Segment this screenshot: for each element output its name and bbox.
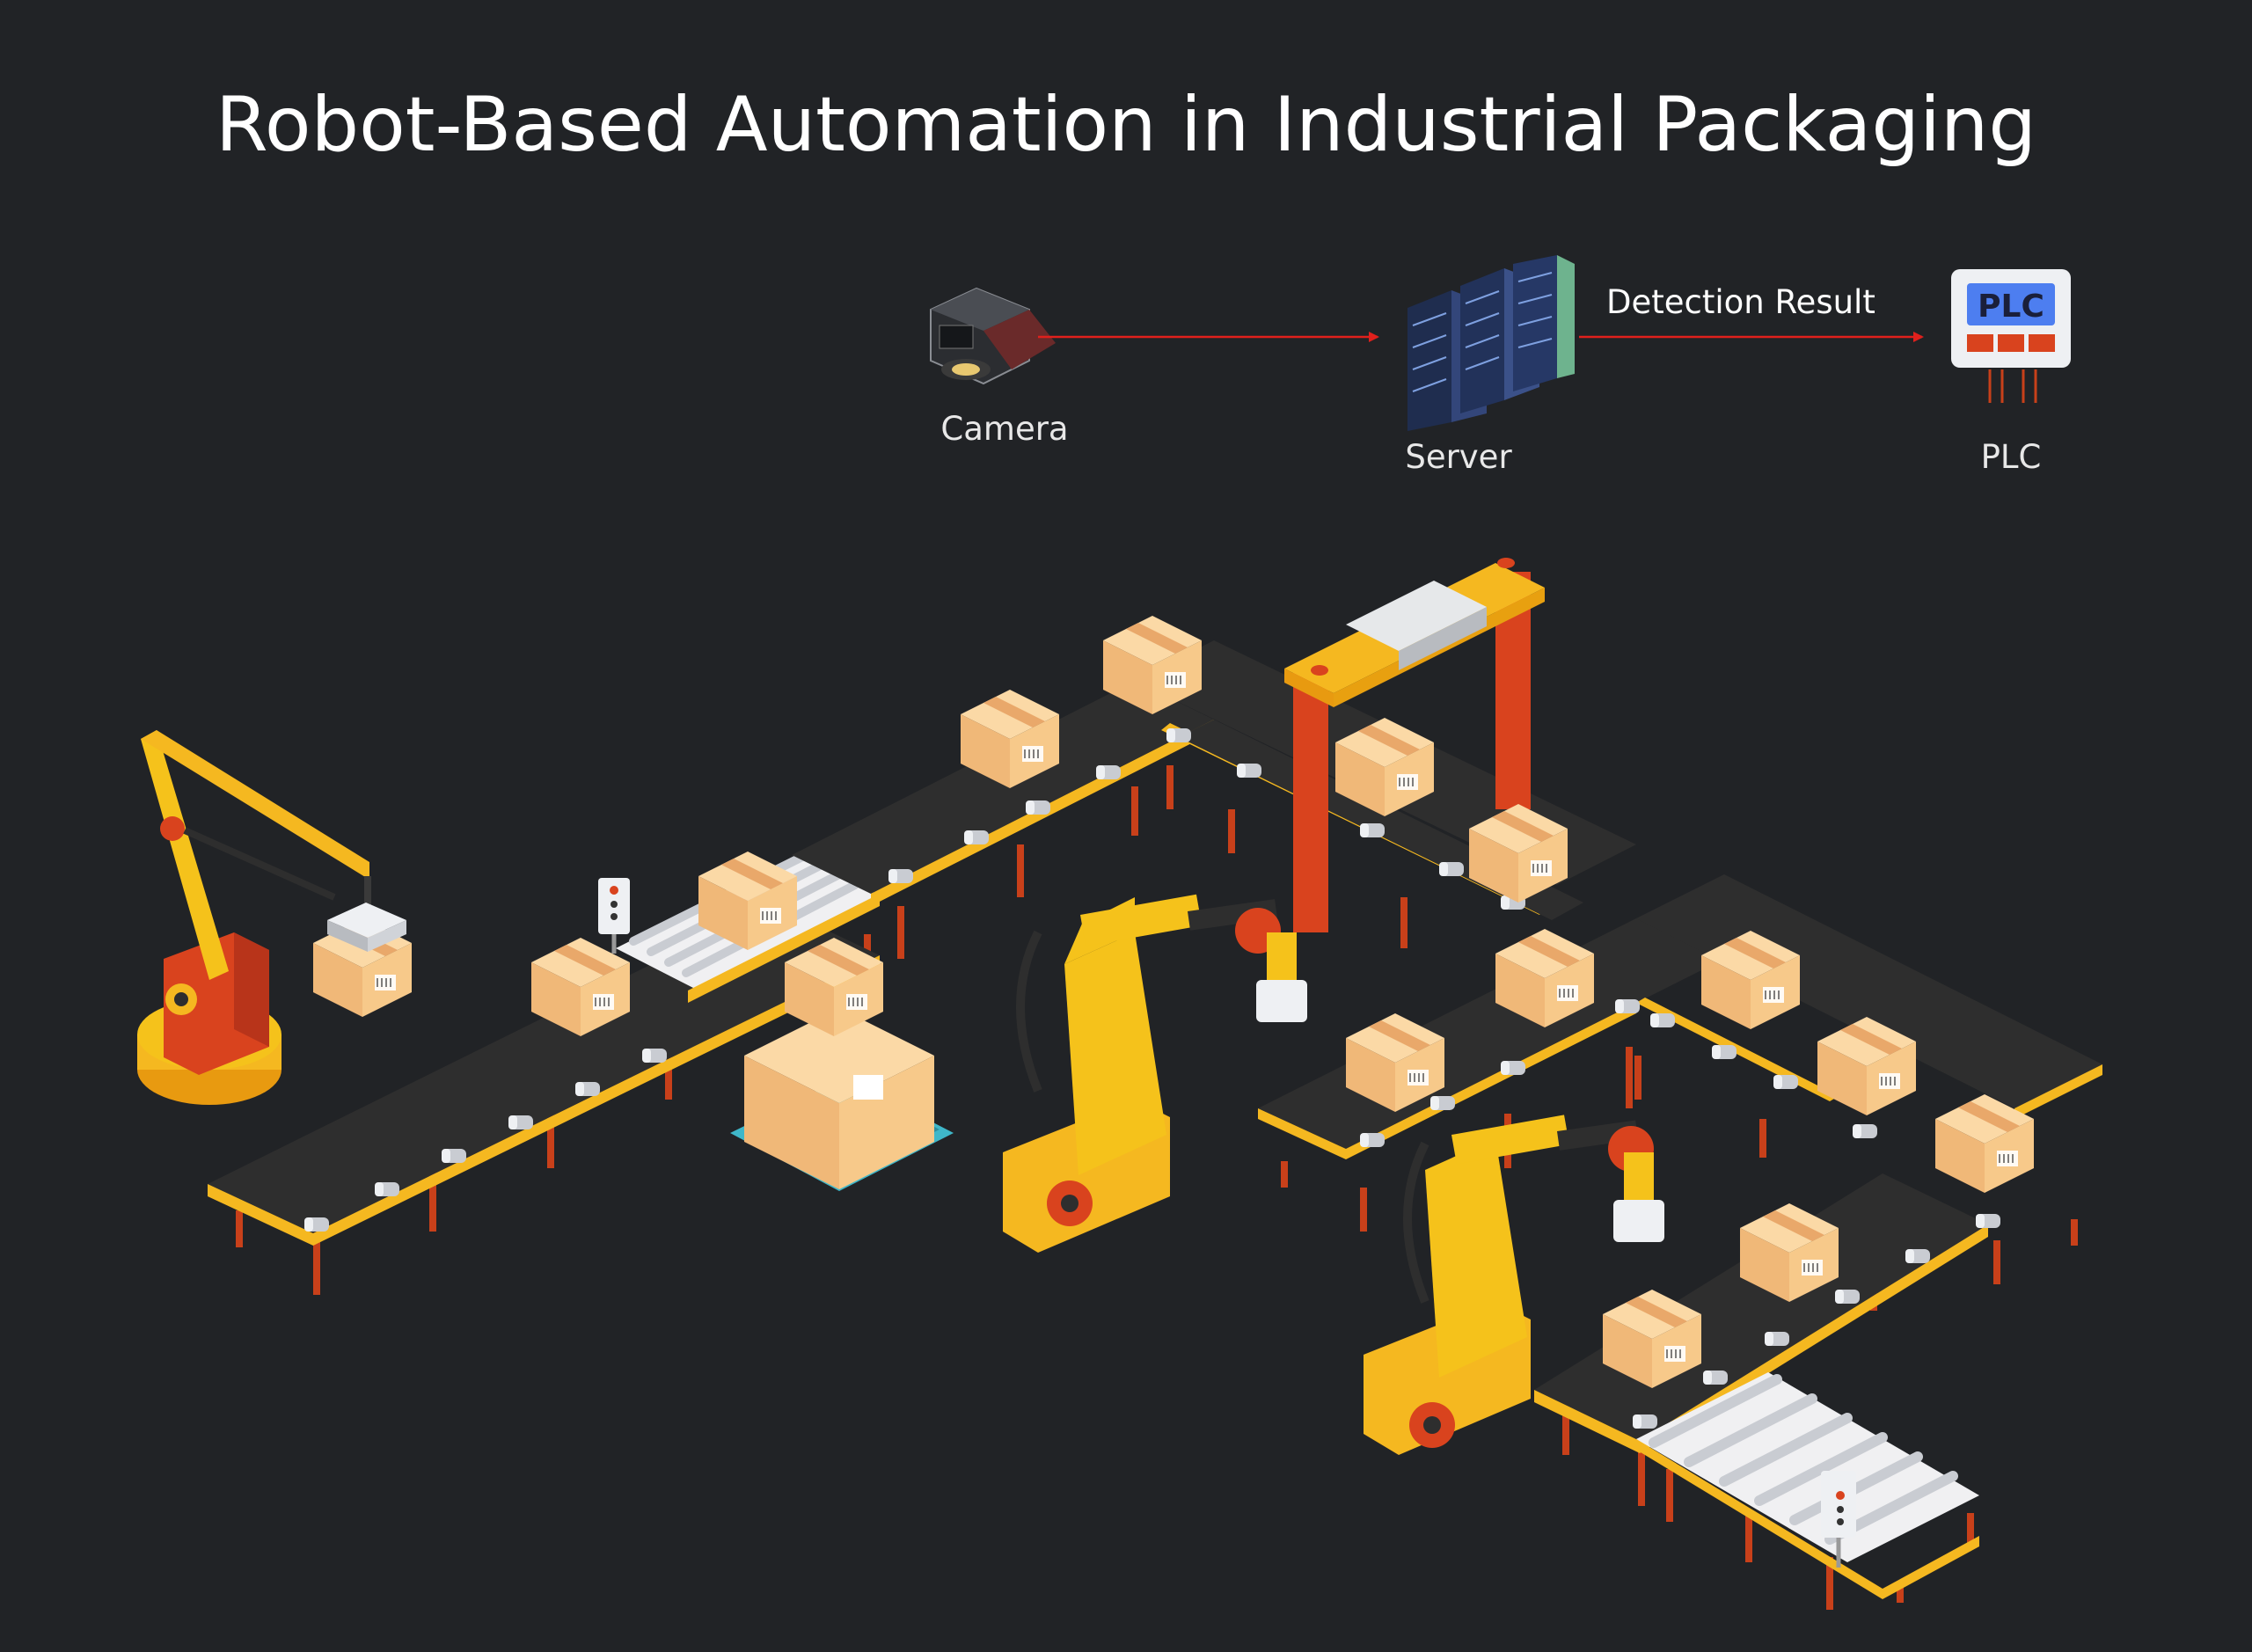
camera-label: Camera: [940, 410, 1069, 448]
page-title: Robot-Based Automation in Industrial Pac…: [216, 81, 2036, 169]
robot-arm-icon-right: [1364, 1115, 1664, 1455]
pallet-icon: [730, 1008, 954, 1191]
gantry-scanner-icon: [1284, 558, 1545, 932]
plc-icon-text: PLC: [1978, 289, 2044, 325]
server-label: Server: [1405, 438, 1512, 476]
roller-table-lower: [1636, 1372, 1979, 1599]
upper-conveyor: [792, 681, 1214, 906]
robot-arm-icon: [137, 730, 406, 1105]
plc-icon: PLC: [1951, 269, 2071, 403]
detection-result-label: Detection Result: [1606, 283, 1875, 321]
plc-label: PLC: [1980, 438, 2042, 476]
camera-icon: [930, 287, 1056, 385]
signal-light-icon: [598, 878, 630, 954]
robot-arm-icon-center: [1003, 894, 1307, 1253]
signal-light-icon-2: [1821, 1471, 1856, 1568]
server-icon: [1408, 255, 1575, 431]
